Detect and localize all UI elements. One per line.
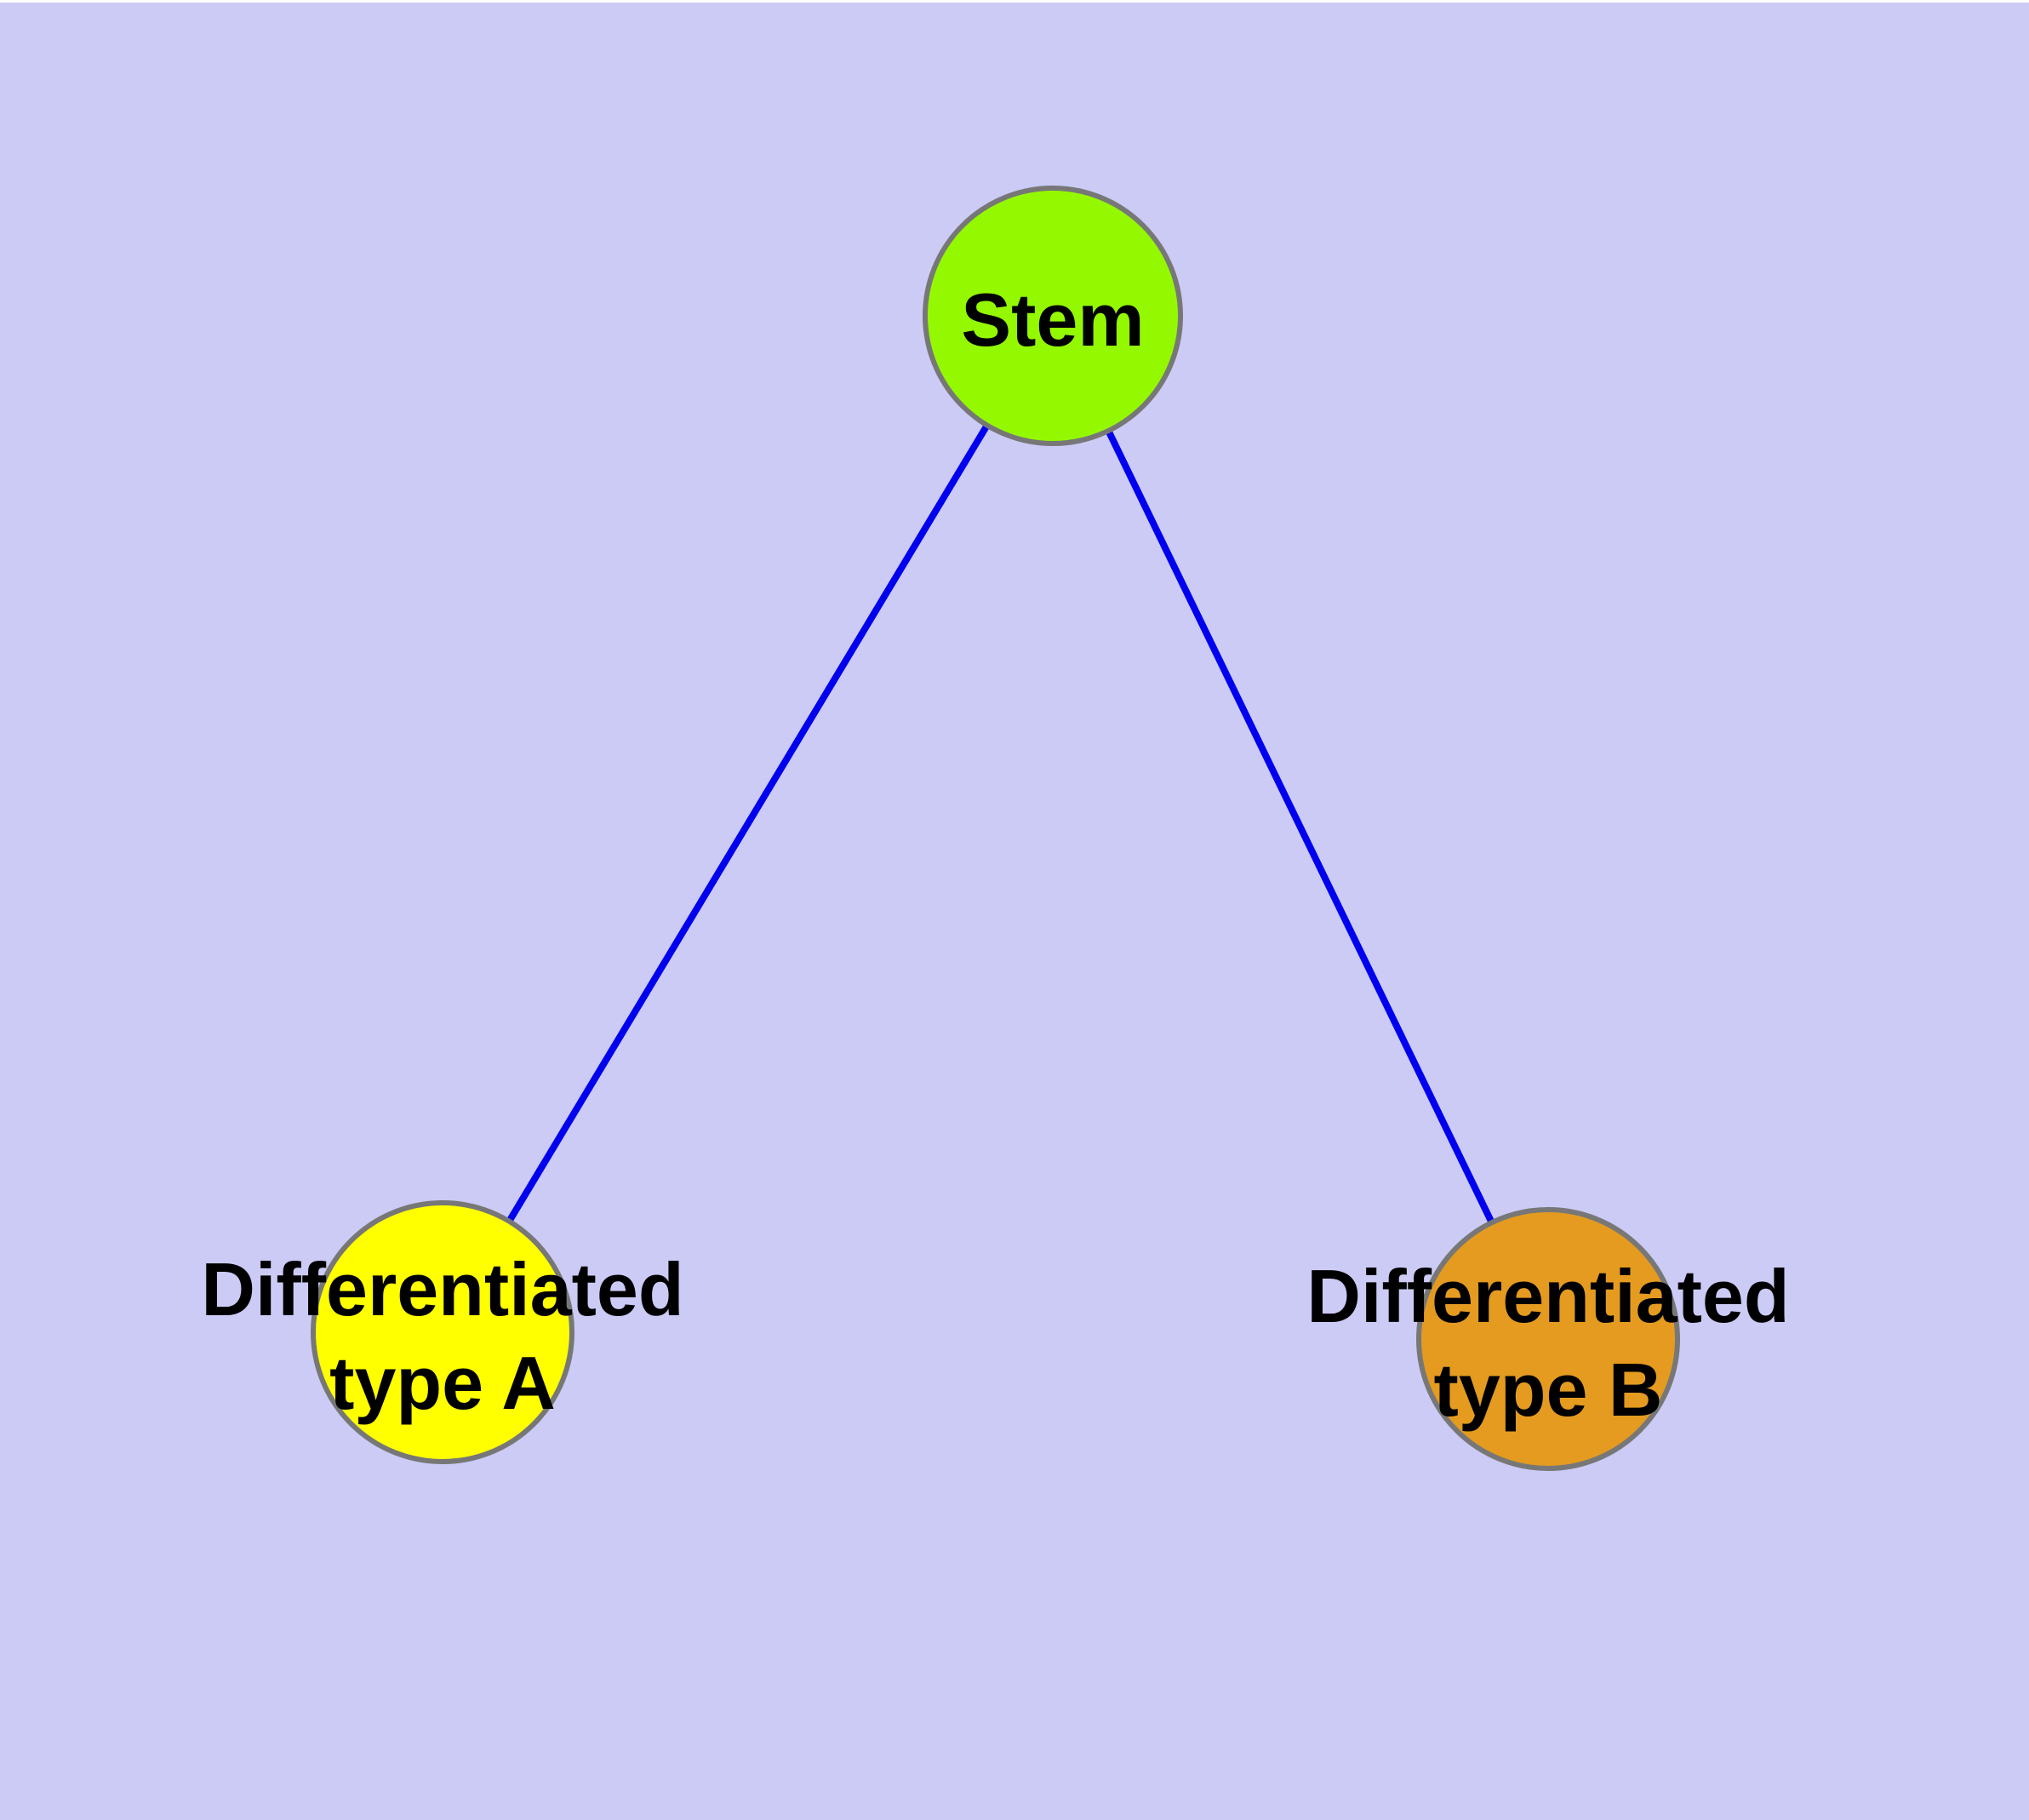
node-circle-stem [923, 186, 1183, 446]
node-circle-diff-b [1416, 1207, 1680, 1471]
edge-stem-diff-b [1049, 314, 1552, 1341]
edges-layer [439, 313, 1552, 1341]
node-label-stem: Stem [961, 278, 1144, 362]
node-circle-diff-a [311, 1200, 574, 1464]
edge-stem-diff-a [439, 313, 1056, 1335]
node-stem: Stem [923, 186, 1183, 446]
